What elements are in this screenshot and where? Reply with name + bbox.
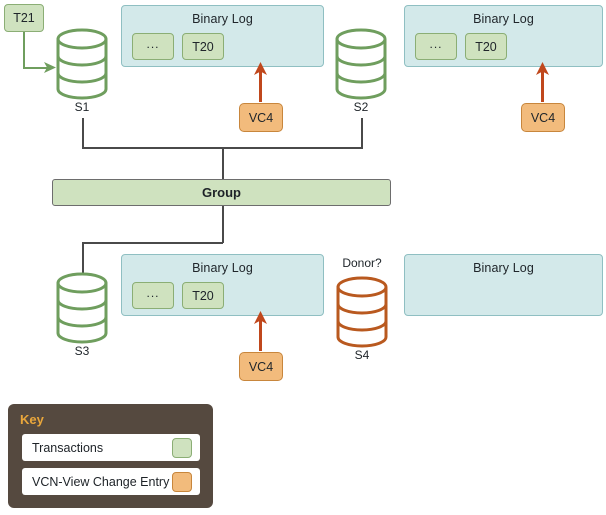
key-row-transactions: Transactions	[22, 434, 200, 461]
t21-arrowhead	[44, 62, 56, 73]
server-label-s3: S3	[74, 344, 90, 358]
server-cylinder-s3	[56, 272, 108, 344]
server-label-s4: S4	[354, 348, 370, 362]
server-label-s2: S2	[353, 100, 369, 114]
donor-annotation-s4: Donor?	[342, 256, 382, 270]
connector-group-down	[222, 206, 224, 243]
key-row-transactions-label: Transactions	[32, 440, 104, 455]
transaction-chip: ...	[415, 33, 457, 60]
key-title: Key	[20, 412, 44, 427]
group-bar: Group	[52, 179, 391, 206]
transaction-chip: T20	[182, 282, 224, 309]
binary-log-s3-entries: ... T20	[132, 282, 224, 309]
view-change-arrowhead-s3	[254, 311, 267, 324]
t21-arrow-segment-horizontal	[23, 67, 48, 69]
group-label: Group	[202, 185, 241, 200]
connector-s3-up	[82, 242, 84, 273]
binary-log-s2-title: Binary Log	[473, 12, 534, 26]
view-change-entry-s1: VC4	[239, 103, 283, 132]
incoming-transaction-t21: T21	[4, 4, 44, 32]
binary-log-s3-title: Binary Log	[192, 261, 253, 275]
view-change-label: VC4	[530, 110, 556, 125]
connector-bus-to-group	[222, 147, 224, 180]
view-change-arrow-s1	[259, 67, 262, 102]
key-row-vcn: VCN-View Change Entry	[22, 468, 200, 495]
binary-log-s2-entries: ... T20	[415, 33, 507, 60]
view-change-label: VC4	[248, 359, 274, 374]
view-change-arrowhead-s2	[536, 62, 549, 75]
view-change-entry-s3: VC4	[239, 352, 283, 381]
connector-s2-down	[361, 118, 363, 148]
view-change-label: VC4	[248, 110, 274, 125]
server-cylinder-s2	[335, 28, 387, 100]
binary-log-s3: Binary Log ... T20	[121, 254, 324, 316]
incoming-transaction-label: T21	[13, 11, 35, 25]
binary-log-s1-title: Binary Log	[192, 12, 253, 26]
connector-s1-down	[82, 118, 84, 148]
view-change-entry-s2: VC4	[521, 103, 565, 132]
key-swatch-vcn-icon	[172, 471, 192, 492]
binary-log-s1: Binary Log ... T20	[121, 5, 324, 67]
binary-log-s4: Binary Log	[404, 254, 603, 316]
transaction-chip: ...	[132, 282, 174, 309]
binary-log-s2: Binary Log ... T20	[404, 5, 603, 67]
server-cylinder-s4	[336, 276, 388, 348]
t21-arrow-segment-vertical	[23, 32, 25, 68]
key-swatch-transactions-icon	[172, 437, 192, 458]
connector-group-to-s3-bus	[82, 242, 223, 244]
transaction-chip: ...	[132, 33, 174, 60]
view-change-arrowhead-s1	[254, 62, 267, 75]
server-label-s1: S1	[74, 100, 90, 114]
view-change-arrow-s3	[259, 316, 262, 351]
key-row-vcn-label: VCN-View Change Entry	[32, 474, 170, 489]
key-legend: Key Transactions VCN-View Change Entry	[8, 404, 213, 508]
transaction-chip: T20	[465, 33, 507, 60]
binary-log-s4-title: Binary Log	[473, 261, 534, 275]
server-cylinder-s1	[56, 28, 108, 100]
view-change-arrow-s2	[541, 67, 544, 102]
transaction-chip: T20	[182, 33, 224, 60]
binary-log-s1-entries: ... T20	[132, 33, 224, 60]
